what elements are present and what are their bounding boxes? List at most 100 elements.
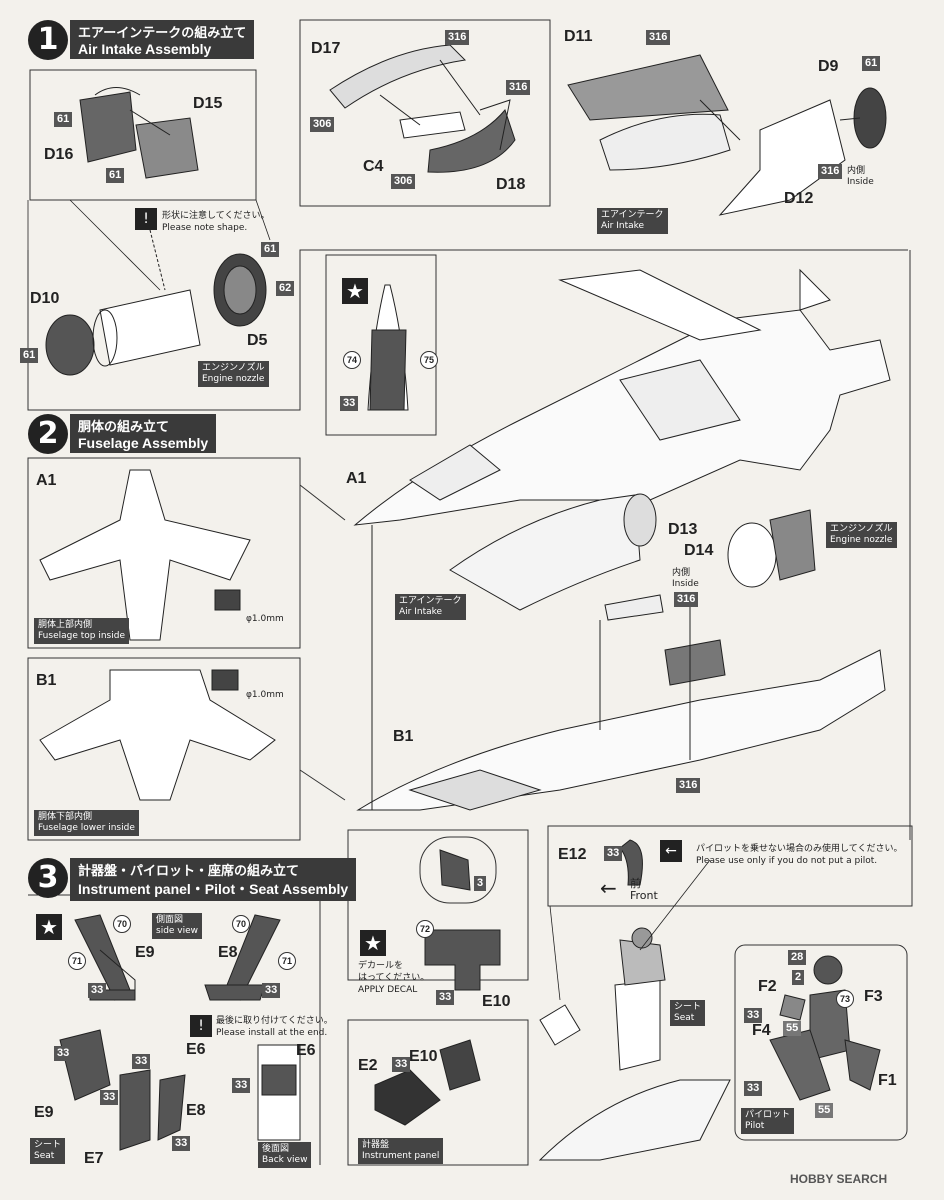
step-title-3: 計器盤・パイロット・座席の組み立て Instrument panel・Pilot… — [70, 858, 357, 901]
e12-detail-frame — [547, 825, 913, 907]
part-label: D9 — [818, 58, 839, 75]
part-label: E12 — [558, 846, 587, 863]
part-label: E2 — [358, 1057, 378, 1074]
star-icon: ★ — [36, 914, 62, 940]
part-label: E8 — [218, 944, 238, 961]
part-label: D17 — [311, 40, 341, 57]
paint-tag: 33 — [100, 1090, 119, 1105]
part-label: E10 — [409, 1048, 438, 1065]
part-label: D11 — [564, 28, 593, 45]
part-label: D16 — [44, 146, 74, 163]
part-label: A1 — [346, 470, 367, 487]
decal-number: 75 — [420, 351, 438, 369]
paint-tag: 61 — [20, 348, 39, 363]
part-label: F2 — [758, 978, 777, 995]
fuselage-lower-frame — [27, 657, 301, 841]
note-apply-decal: デカールをはってください。APPLY DECAL — [358, 961, 430, 995]
part-label: E8 — [186, 1102, 206, 1119]
step-title-ja: 計器盤・パイロット・座席の組み立て — [78, 864, 300, 879]
step-title-en: Fuselage Assembly — [78, 435, 209, 451]
part-label: E10 — [482, 993, 511, 1010]
canopy-detail-frame — [325, 254, 437, 436]
part-label: D15 — [193, 95, 223, 112]
paint-tag: 61 — [862, 56, 881, 71]
part-label: D10 — [30, 290, 60, 307]
paint-tag: 306 — [310, 117, 335, 132]
paint-tag: 3 — [474, 876, 487, 891]
part-label: D12 — [784, 190, 814, 207]
paint-tag: 33 — [340, 396, 359, 411]
paint-tag: 33 — [88, 983, 107, 998]
star-icon: ★ — [360, 930, 386, 956]
part-label: F1 — [878, 1072, 897, 1089]
paint-tag: 28 — [788, 950, 807, 965]
paint-tag: 316 — [674, 592, 699, 607]
paint-tag: 33 — [172, 1136, 191, 1151]
step-title-1: エアーインテークの組み立て Air Intake Assembly — [70, 20, 255, 59]
paint-tag: 33 — [392, 1057, 411, 1072]
part-label: E6 — [186, 1041, 206, 1058]
paint-tag: 33 — [604, 846, 623, 861]
decal-number: 70 — [113, 915, 131, 933]
part-label: F4 — [752, 1022, 771, 1039]
instrument-detail-frame — [347, 829, 529, 981]
paint-tag: 61 — [106, 168, 125, 183]
step-number-2: 2 — [28, 414, 68, 454]
part-label: A1 — [36, 472, 57, 489]
part-label: D13 — [668, 521, 698, 538]
paint-tag: 316 — [506, 80, 531, 95]
paint-tag: 306 — [391, 174, 416, 189]
paint-tag: 62 — [276, 281, 295, 296]
drill-size: φ1.0mm — [246, 690, 284, 700]
drill-size: φ1.0mm — [246, 614, 284, 624]
part-label: E6 — [296, 1042, 316, 1059]
step-title-ja: エアーインテークの組み立て — [78, 26, 247, 41]
step-title-en: Instrument panel・Pilot・Seat Assembly — [78, 881, 349, 897]
warning-icon: ! — [190, 1015, 212, 1037]
paint-tag: 2 — [792, 970, 805, 985]
paint-tag: 316 — [646, 30, 671, 45]
note-pilot-only: パイロットを乗せない場合のみ使用してください。Please use only i… — [696, 844, 903, 866]
paint-tag: 33 — [54, 1046, 73, 1061]
part-label: C4 — [363, 158, 384, 175]
decal-number: 71 — [278, 952, 296, 970]
step-number-3: 3 — [28, 858, 68, 898]
part-label: D5 — [247, 332, 268, 349]
part-label: E9 — [135, 944, 155, 961]
step-title-en: Air Intake Assembly — [78, 41, 212, 57]
part-label: F3 — [864, 988, 883, 1005]
d15-d16-detail-frame — [29, 69, 257, 201]
decal-number: 72 — [416, 920, 434, 938]
paint-tag: 33 — [744, 1081, 763, 1096]
step-number-1: 1 — [28, 20, 68, 60]
part-label: D18 — [496, 176, 526, 193]
note-install-end: 最後に取り付けてください。Please install at the end. — [216, 1016, 333, 1038]
paint-tag: 33 — [744, 1008, 763, 1023]
paint-tag: 55 — [783, 1021, 802, 1036]
decal-number: 73 — [836, 990, 854, 1008]
part-label: B1 — [393, 728, 414, 745]
star-icon: ★ — [342, 278, 368, 304]
decal-number: 74 — [343, 351, 361, 369]
paint-tag: 316 — [676, 778, 701, 793]
warning-icon: ! — [135, 208, 157, 230]
paint-tag: 55 — [815, 1103, 834, 1118]
d17-d18-detail-frame — [299, 19, 551, 207]
